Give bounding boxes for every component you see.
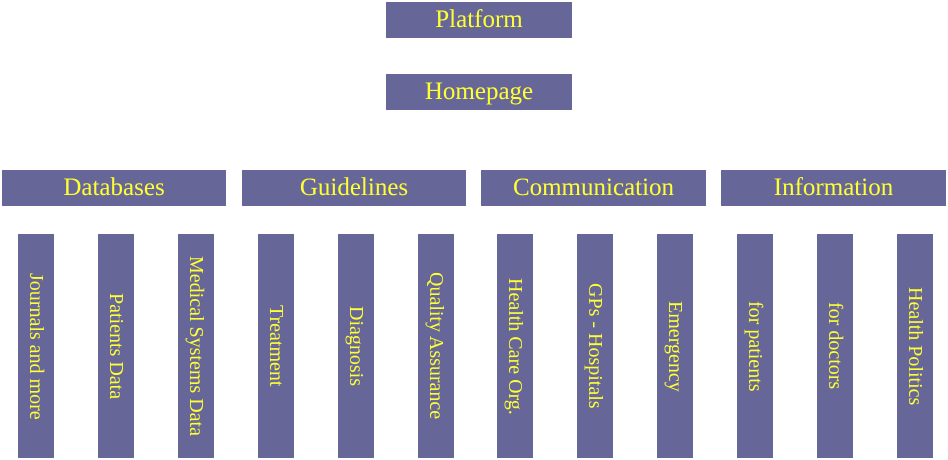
leaf-gps-hospitals: GPs - Hospitals bbox=[577, 234, 613, 458]
category-guidelines: Guidelines bbox=[242, 170, 466, 206]
leaf-label: for patients bbox=[744, 300, 766, 392]
leaf-label: GPs - Hospitals bbox=[584, 283, 606, 409]
leaf-treatment: Treatment bbox=[258, 234, 294, 458]
leaf-label: for doctors bbox=[824, 302, 846, 390]
leaf-patients-data: Patients Data bbox=[98, 234, 134, 458]
leaf-label: Diagnosis bbox=[345, 306, 367, 386]
leaf-label: Journals and more bbox=[25, 272, 47, 420]
leaf-label: Health Politics bbox=[904, 286, 926, 406]
leaf-journals-and-more: Journals and more bbox=[18, 234, 54, 458]
leaf-health-care-org: Health Care Org. bbox=[497, 234, 533, 458]
leaf-label: Treatment bbox=[265, 305, 287, 387]
category-databases: Databases bbox=[2, 170, 226, 206]
leaf-for-patients: for patients bbox=[737, 234, 773, 458]
platform-node: Platform bbox=[386, 2, 572, 38]
category-information: Information bbox=[721, 170, 946, 206]
homepage-node: Homepage bbox=[386, 74, 572, 110]
leaf-for-doctors: for doctors bbox=[817, 234, 853, 458]
category-communication: Communication bbox=[481, 170, 706, 206]
leaf-quality-assurance: Quality Assurance bbox=[418, 234, 454, 458]
leaf-label: Medical Systems Data bbox=[185, 256, 207, 436]
leaf-emergency: Emergency bbox=[657, 234, 693, 458]
leaf-label: Health Care Org. bbox=[504, 277, 526, 415]
leaf-label: Emergency bbox=[664, 300, 686, 392]
leaf-label: Quality Assurance bbox=[425, 272, 447, 420]
leaf-health-politics: Health Politics bbox=[897, 234, 933, 458]
leaf-diagnosis: Diagnosis bbox=[338, 234, 374, 458]
leaf-medical-systems-data: Medical Systems Data bbox=[178, 234, 214, 458]
leaf-label: Patients Data bbox=[105, 292, 127, 400]
